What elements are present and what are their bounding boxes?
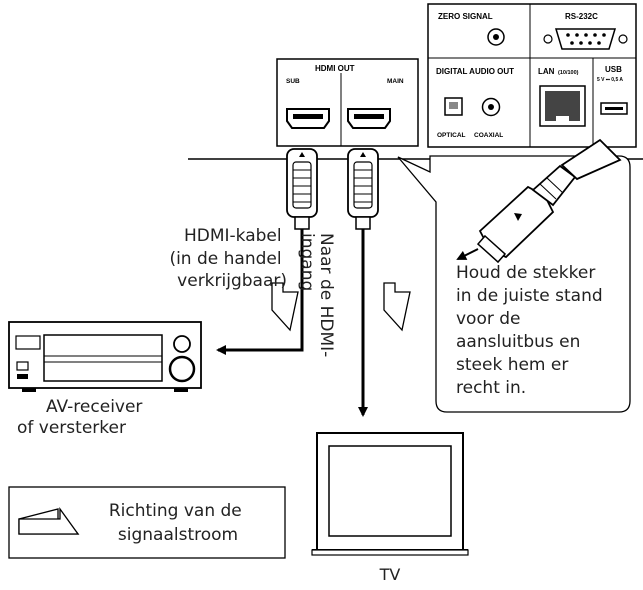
digital-audio-out-label: DIGITAL AUDIO OUT [436, 67, 514, 76]
legend-text: Richting van de signaalstroom [109, 501, 247, 545]
hdmi-main-jack [347, 108, 391, 129]
av-receiver-label: AV-receiver of versterker [17, 397, 148, 438]
tv [311, 432, 469, 556]
signal-direction-arrow [271, 282, 299, 332]
hdmi-cable-label: HDMI-kabel (in de handel verkrijgbaar) [169, 226, 287, 291]
rear-panel: ZERO SIGNAL RS-232C DIGITAL AUDIO OUT OP… [276, 3, 637, 148]
insert-tip-callout [397, 155, 631, 413]
cable-to-receiver [216, 229, 304, 355]
hdmi-sub-jack [286, 108, 330, 129]
hdmi-main-label: MAIN [387, 78, 404, 85]
usb-rating-label: 5 V ⎓ 0,5 A [597, 77, 623, 83]
hdmi-plug-closeup [456, 138, 622, 264]
hdmi-out-label: HDMI OUT [315, 64, 355, 73]
signal-direction-arrow [383, 282, 411, 332]
usb-label: USB [605, 65, 622, 74]
insert-tip-text: Houd de stekker in de juiste stand voor … [456, 263, 608, 398]
optical-label: OPTICAL [437, 132, 466, 139]
zero-signal-label: ZERO SIGNAL [438, 12, 493, 21]
av-receiver [8, 321, 202, 392]
hdmi-out-panel [276, 58, 419, 147]
tv-label: TV [379, 565, 401, 584]
rs232c-label: RS-232C [565, 12, 598, 21]
to-hdmi-input-label: Naar de HDMI- ingang [297, 233, 336, 363]
lan-speed-label: (10/100) [558, 70, 579, 76]
lan-label: LAN [538, 67, 555, 76]
coaxial-label: COAXIAL [474, 132, 503, 139]
rs232c-port [543, 28, 628, 50]
svg-text:Naar de HDMI- ingang: Naar de HDMI- ingang [297, 233, 336, 363]
hdmi-plug-sub [286, 148, 318, 230]
hdmi-sub-label: SUB [286, 78, 300, 85]
hdmi-plug-main [347, 148, 379, 230]
